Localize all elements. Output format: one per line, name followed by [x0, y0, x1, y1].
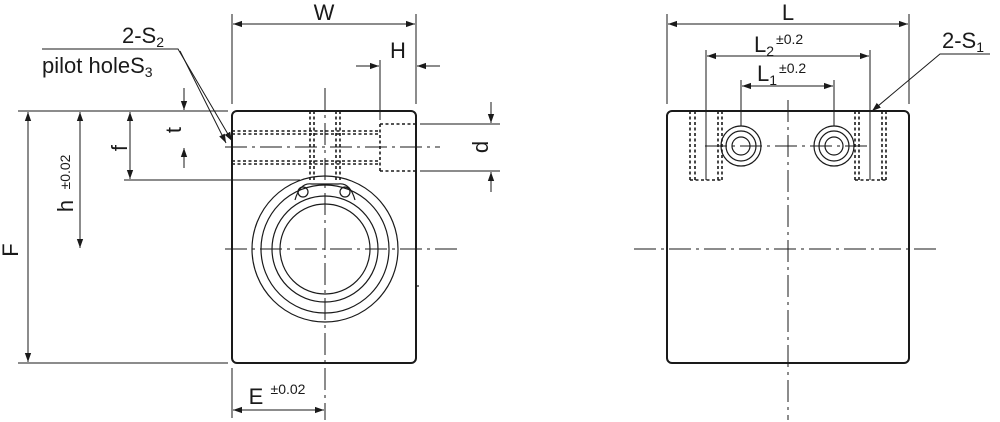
- retaining-ring-lug: [294, 183, 356, 201]
- label-2-S2: 2-S2: [122, 23, 164, 50]
- front-view-body: [231, 110, 417, 364]
- label-t: t: [161, 127, 186, 133]
- label-h-tolerance: ±0.02: [57, 154, 73, 189]
- front-view: W H d t f h ±0.02 F E ±0.02: [0, 0, 500, 420]
- label-L1: L1±0.2: [757, 60, 806, 88]
- leader-S3: [179, 50, 227, 144]
- label-W: W: [314, 0, 335, 25]
- leader-S2: [42, 48, 233, 142]
- label-E: E: [249, 384, 264, 409]
- label-f: f: [107, 144, 132, 151]
- label-2-S1: 2-S1: [942, 28, 984, 55]
- label-d: d: [468, 141, 493, 153]
- label-H: H: [390, 38, 406, 63]
- label-E-tolerance: ±0.02: [271, 381, 306, 397]
- retaining-ring-hole-right: [339, 186, 351, 198]
- label-L: L: [782, 0, 794, 25]
- label-pilot-hole-S3: pilot holeS3: [42, 53, 153, 80]
- label-L2: L2±0.2: [754, 31, 803, 59]
- label-h: h: [53, 200, 78, 212]
- label-F: F: [0, 243, 23, 256]
- side-view: L L2±0.2 L1±0.2 2-S1: [634, 0, 990, 420]
- leader-S1: [871, 53, 990, 112]
